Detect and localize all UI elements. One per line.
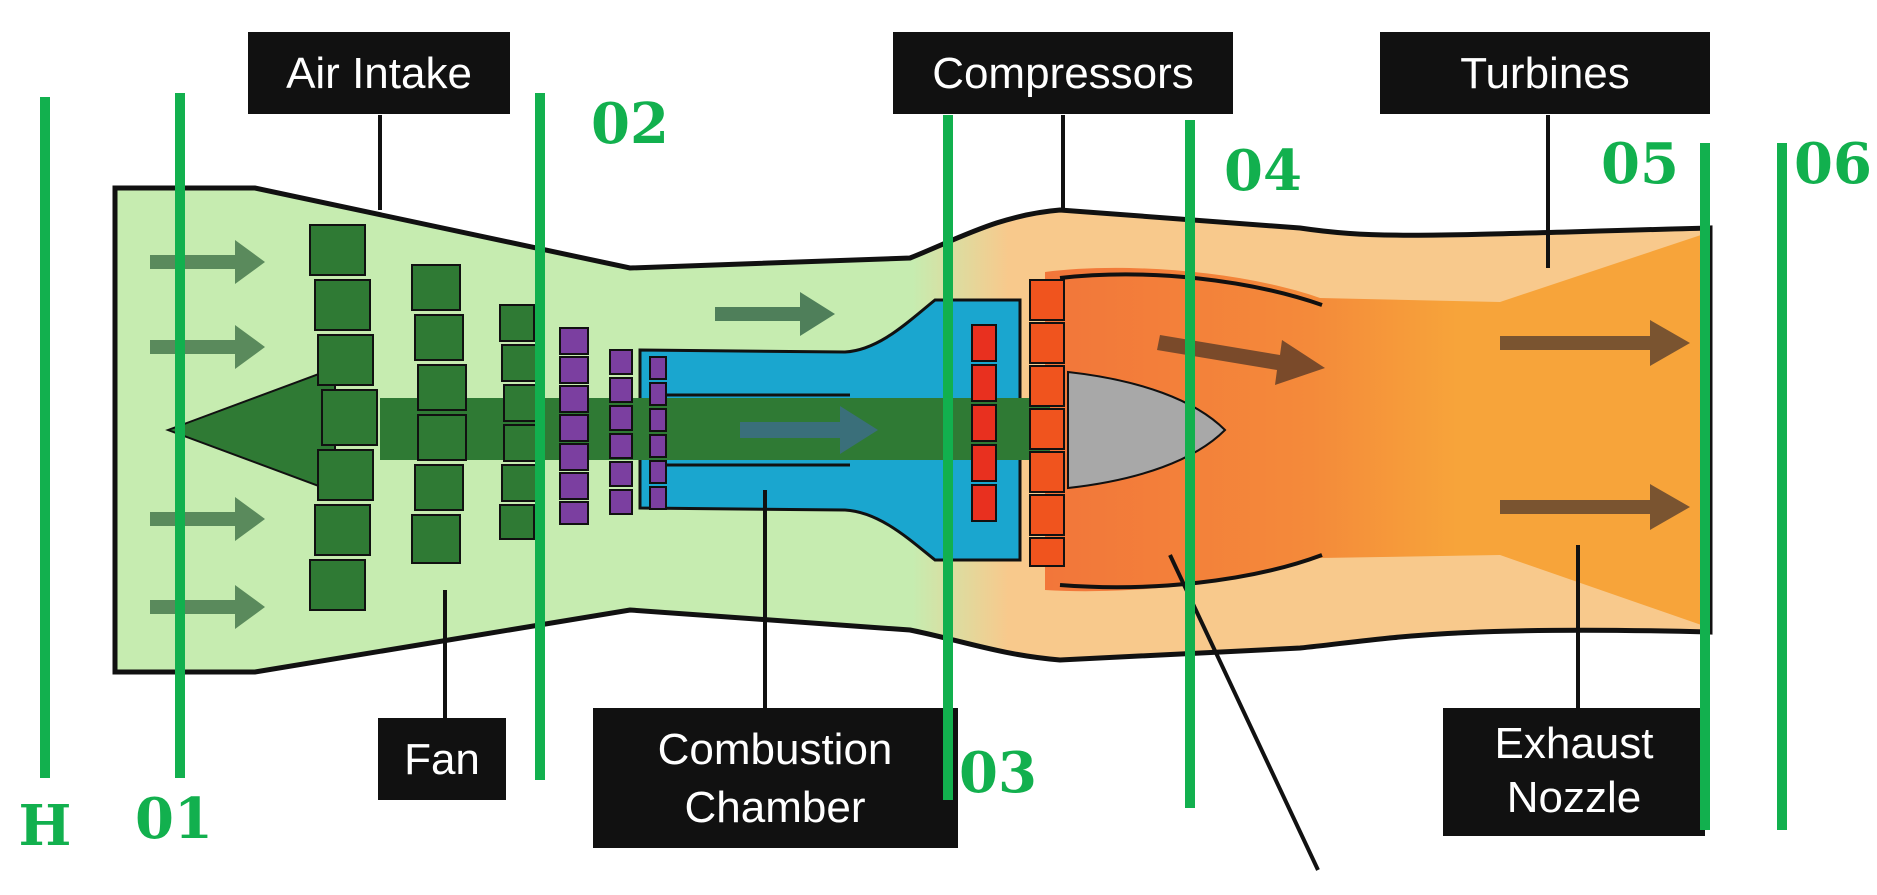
center-body [1067,370,1227,490]
fan-stage-3 [499,304,539,540]
core-liner-bottom [1059,553,1323,590]
exhaust-nozzle-label: Exhaust Nozzle [1443,708,1705,836]
turbines-label-text: Turbines [1460,49,1630,98]
combustion-chamber-label-line1: Combustion [658,725,893,774]
compressor-stage-1 [559,327,589,525]
station-label-04: 04 [1224,138,1302,204]
station-label-03: 03 [959,740,1037,806]
compressors-label-text: Compressors [932,49,1194,98]
compressor-stage-2 [609,349,633,515]
core-liner-top [1059,272,1323,307]
flow-arrows-bypass [715,292,835,336]
flow-arrows-exhaust [1500,320,1690,530]
station-label-06: 06 [1794,131,1872,197]
fan-stage-2 [411,264,467,564]
fan-stage-1 [309,224,378,611]
air-intake-label: Air Intake [248,32,510,114]
fan-label: Fan [378,718,506,800]
flow-arrows-intake [150,240,265,629]
turbines-label: Turbines [1380,32,1710,114]
exhaust-nozzle-label-line2: Nozzle [1507,773,1642,822]
combustion-chamber-label-line2: Chamber [685,783,866,832]
station-label-02: 02 [591,91,669,157]
fan-label-text: Fan [404,735,480,784]
flow-arrows-combustion [1157,335,1325,385]
combustion-chamber-label: Combustion Chamber [593,708,958,848]
station-label-05: 05 [1601,131,1679,197]
compressors-label: Compressors [893,32,1233,114]
exhaust-nozzle-label-line1: Exhaust [1495,719,1654,768]
station-label-h: H [19,793,72,859]
station-label-01: 01 [135,786,213,852]
hot-core [1045,232,1710,628]
turbine-stage-2 [1029,279,1065,567]
flow-arrows-chamber [740,406,878,454]
compressor-stage-3 [649,356,667,510]
air-intake-label-text: Air Intake [286,49,472,98]
shaft [380,398,1050,460]
turbine-stage-1 [971,324,997,522]
